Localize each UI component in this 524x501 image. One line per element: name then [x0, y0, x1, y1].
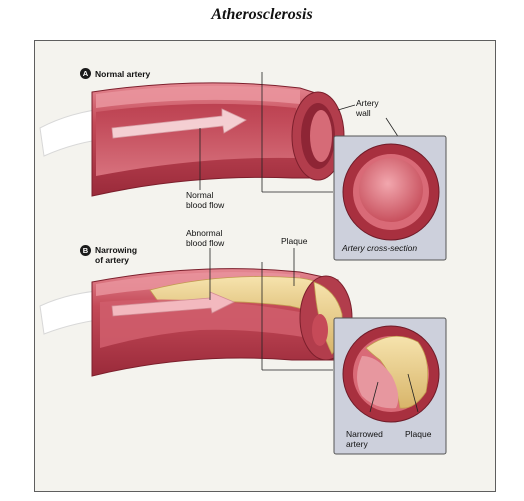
- panel-a-heading: Normal artery: [95, 69, 151, 79]
- plaque-label: Plaque: [281, 236, 308, 246]
- panel-b-heading: Narrowing of artery: [95, 245, 138, 265]
- cross-section-inset-b: [333, 317, 447, 455]
- cross-section-inset-a: [333, 135, 447, 261]
- page-title: Atherosclerosis: [211, 6, 313, 23]
- panel-b-badge: B: [80, 245, 91, 256]
- abnormal-blood-flow-label: Abnormal blood flow: [186, 228, 225, 248]
- cross-section-caption: Artery cross-section: [342, 243, 418, 253]
- narrowed-artery-label: Narrowed artery: [346, 429, 383, 449]
- panel-a-badge: A: [80, 68, 91, 79]
- normal-artery-drawing: [39, 82, 345, 197]
- narrowed-artery-drawing: [39, 268, 353, 377]
- plaque-cross-section-label: Plaque: [405, 429, 432, 439]
- artery-wall-label: Artery wall: [356, 98, 379, 118]
- blood-flow-arrow-icon: [111, 108, 247, 139]
- normal-blood-flow-label: Normal blood flow: [186, 190, 225, 210]
